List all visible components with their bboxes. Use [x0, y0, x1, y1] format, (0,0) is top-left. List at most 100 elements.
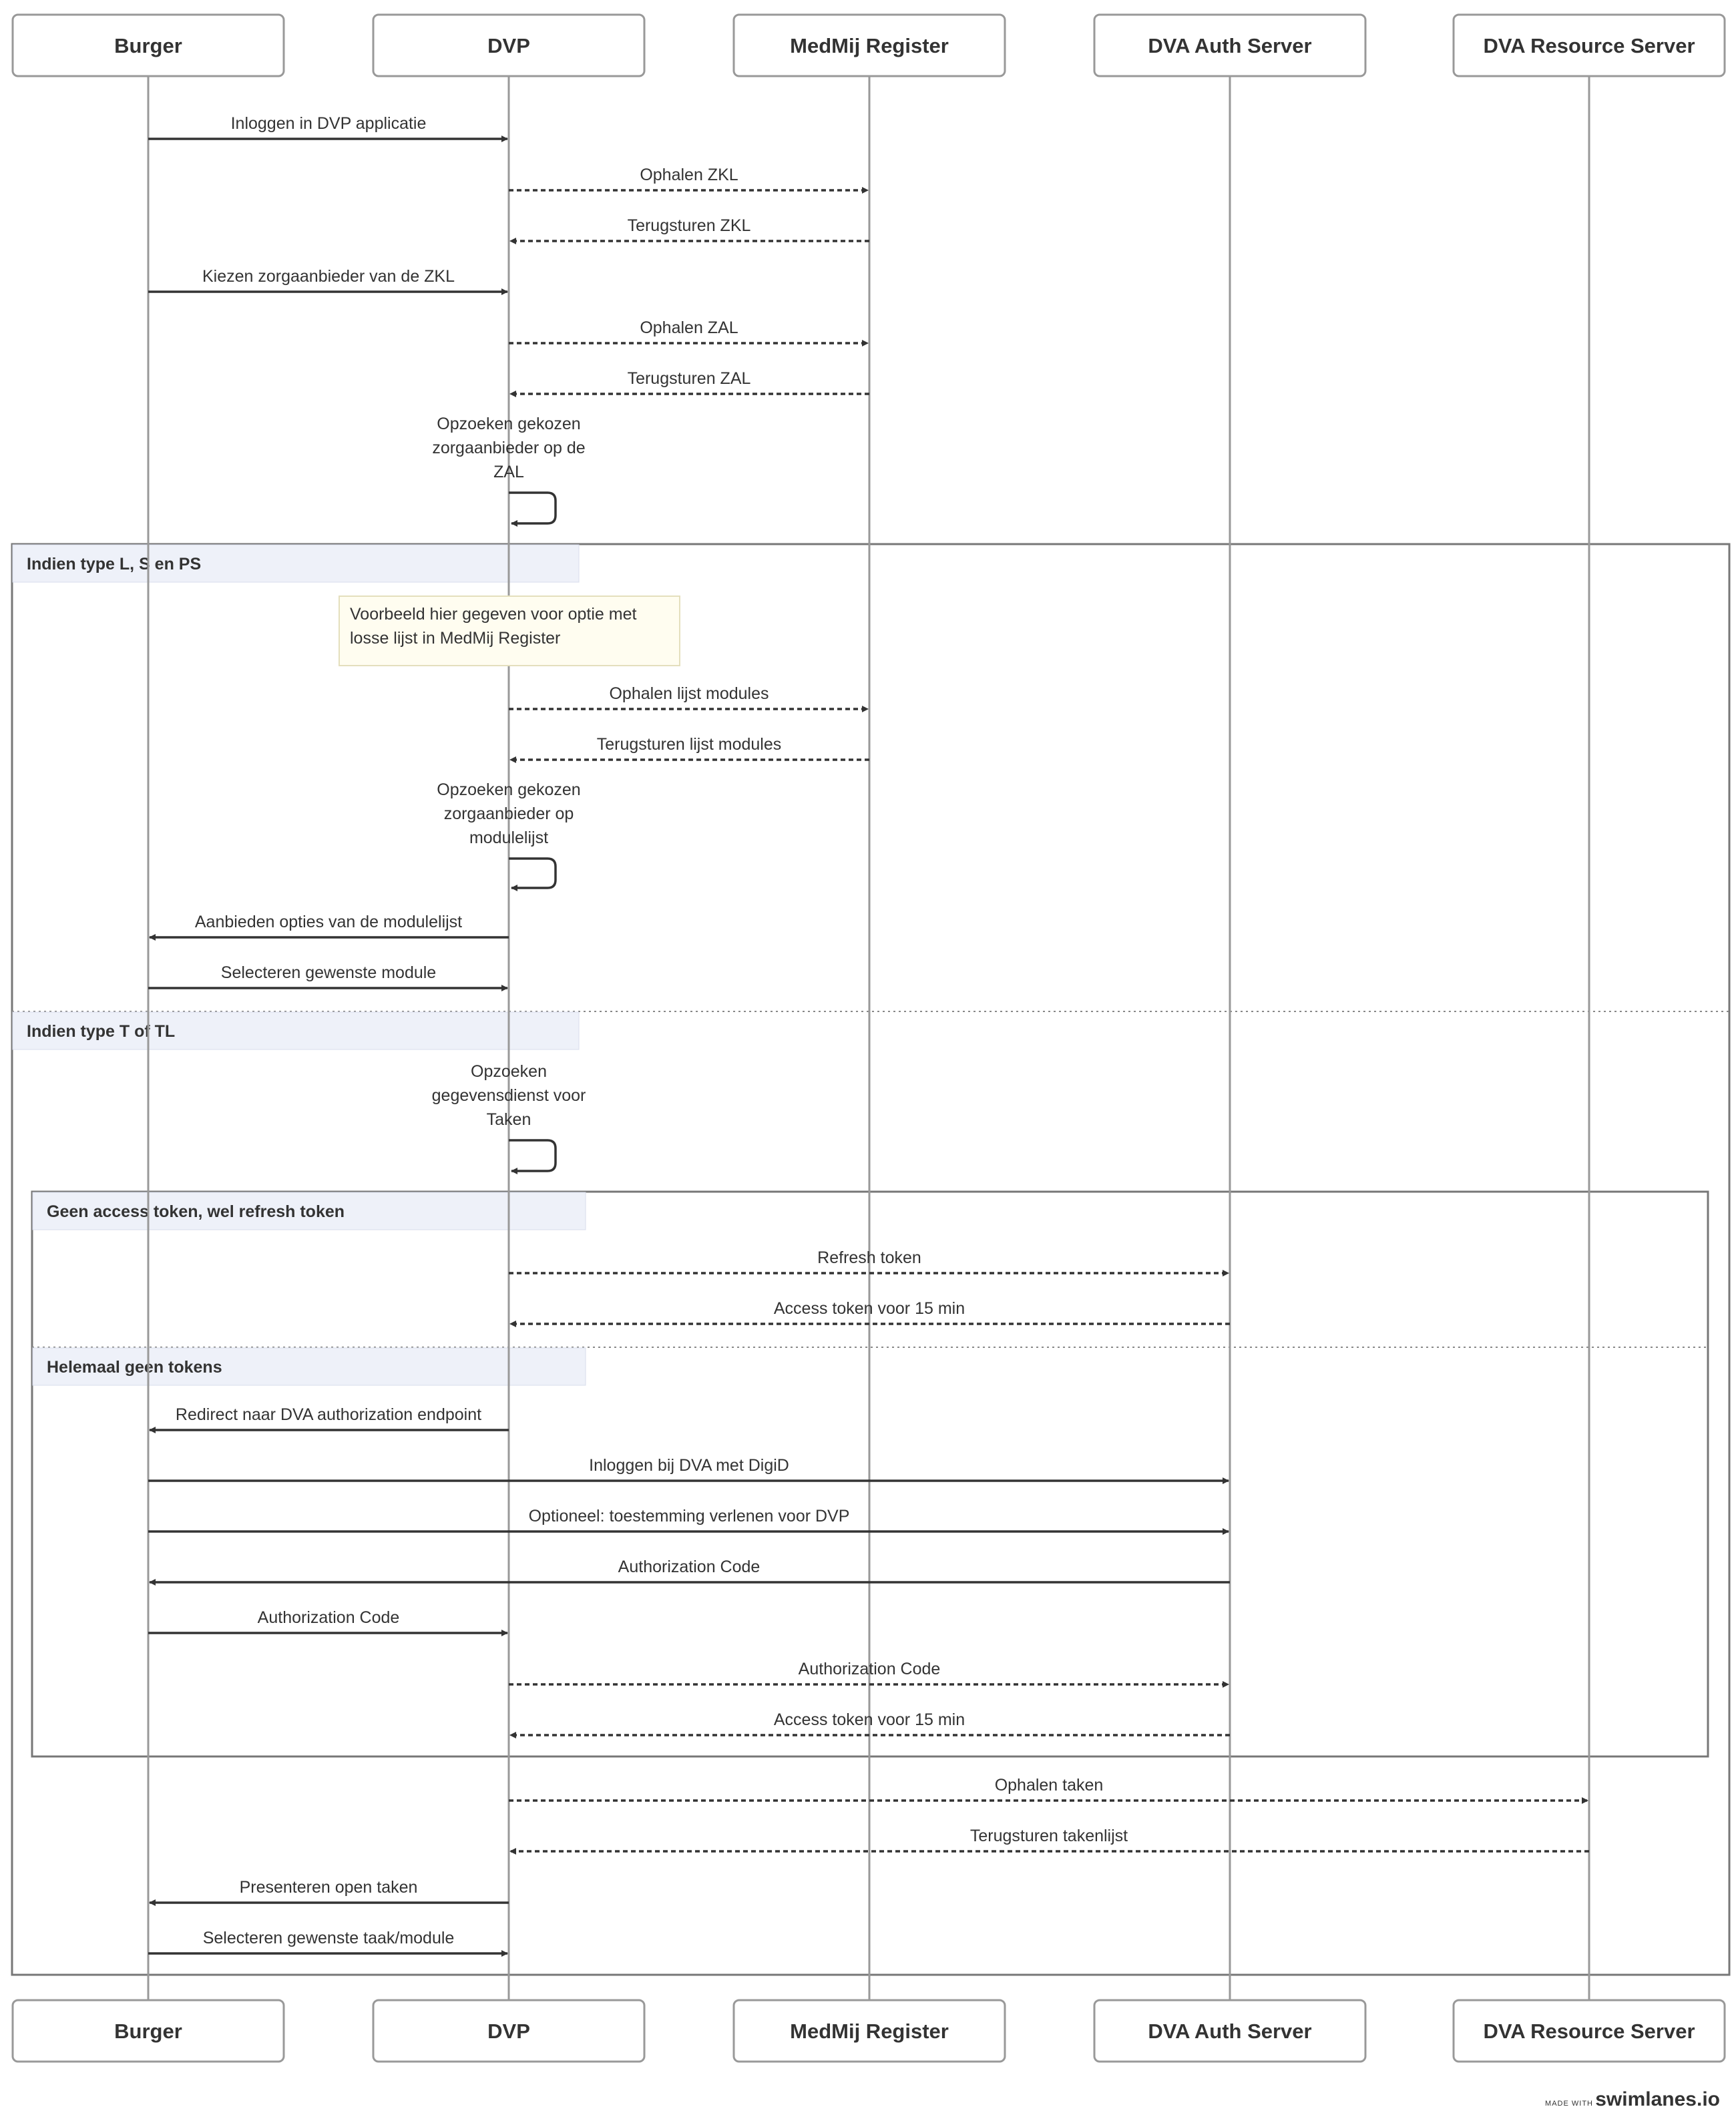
actor-burger-top: Burger [11, 13, 285, 77]
message: Terugsturen takenlijst [509, 1827, 1589, 1855]
self-message-label: ZAL [493, 463, 524, 481]
message-label: Selecteren gewenste taak/module [203, 1929, 455, 1947]
self-message-label: Opzoeken gekozen [437, 415, 580, 433]
message-label: Presenteren open taken [240, 1878, 418, 1897]
message: Ophalen ZAL [509, 318, 869, 346]
message: Refresh token [509, 1248, 1229, 1276]
actor-box [372, 1999, 646, 2063]
actor-label: Burger [114, 2020, 182, 2043]
fragment-section-header [12, 544, 580, 583]
note: Voorbeeld hier gegeven voor optie metlos… [339, 596, 680, 666]
message: Terugsturen ZAL [509, 369, 869, 397]
fragment-section-header [32, 1192, 586, 1230]
self-message-arrow [509, 1139, 557, 1174]
fragment-section-label: Helemaal geen tokens [47, 1358, 222, 1377]
message: Authorization Code [149, 1558, 1230, 1586]
message: Ophalen ZKL [509, 166, 869, 194]
swimlanes-logo[interactable]: swimlanes.io [1595, 2088, 1720, 2110]
message-label: Refresh token [817, 1248, 921, 1267]
message-layer: Voorbeeld hier gegeven voor optie metlos… [148, 114, 1589, 1957]
actor-box [372, 13, 646, 77]
message-label: Authorization Code [799, 1660, 941, 1678]
actor-label: DVA Resource Server [1483, 34, 1695, 57]
self-message-arrow [509, 491, 557, 527]
message: Ophalen taken [509, 1776, 1588, 1804]
message-label: Aanbieden opties van de modulelijst [195, 913, 462, 931]
actor-box [1093, 1999, 1367, 2063]
actor-label: DVP [487, 34, 530, 57]
actor-box [1452, 13, 1726, 77]
message-label: Ophalen ZKL [640, 166, 738, 184]
message: Selecteren gewenste module [148, 963, 508, 991]
alt-fragment: Geen access token, wel refresh tokenHele… [31, 1190, 1709, 1758]
message: Access token voor 15 min [509, 1710, 1230, 1738]
message-label: Optioneel: toestemming verlenen voor DVP [529, 1507, 850, 1525]
actor-resource-bottom: DVA Resource Server [1452, 1999, 1726, 2063]
actor-dvp-top: DVP [372, 13, 646, 77]
note-box [339, 596, 680, 666]
message-label: Ophalen lijst modules [609, 684, 769, 703]
message: Terugsturen ZKL [509, 216, 869, 244]
actor-label: DVA Resource Server [1483, 2020, 1695, 2043]
message-label: Terugsturen ZAL [628, 369, 751, 388]
self-message-label: gegevensdienst voor [432, 1086, 586, 1105]
self-message: Opzoeken gekozen zorgaanbieder op de ZAL [432, 415, 586, 527]
message: Authorization Code [509, 1660, 1229, 1688]
fragment-frame [11, 543, 1731, 1976]
actor-auth-bottom: DVA Auth Server [1093, 1999, 1367, 2063]
message: Kiezen zorgaanbieder van de ZKL [148, 267, 508, 295]
message-label: Redirect naar DVA authorization endpoint [176, 1405, 481, 1424]
message-label: Terugsturen lijst modules [597, 735, 782, 754]
message-label: Inloggen bij DVA met DigiD [589, 1456, 789, 1475]
fragment-section-label: Indien type L, S en PS [27, 555, 201, 573]
actor-burger-bottom: Burger [11, 1999, 285, 2063]
message-label: Inloggen in DVP applicatie [231, 114, 427, 133]
actor-label: Burger [114, 34, 182, 57]
message: Inloggen bij DVA met DigiD [148, 1456, 1229, 1484]
actor-box [732, 13, 1006, 77]
actor-label: DVA Auth Server [1148, 2020, 1311, 2043]
message: Selecteren gewenste taak/module [148, 1929, 508, 1957]
self-message-label: modulelijst [469, 829, 548, 847]
message-label: Kiezen zorgaanbieder van de ZKL [202, 267, 455, 286]
fragment-section-header [12, 1011, 580, 1050]
message-label: Authorization Code [618, 1558, 761, 1576]
lifeline-layer [147, 76, 1590, 2000]
message: Presenteren open taken [149, 1878, 509, 1906]
self-message-label: Taken [487, 1110, 531, 1129]
actor-box [1093, 13, 1367, 77]
message: Ophalen lijst modules [509, 684, 869, 712]
actor-label: MedMij Register [790, 2020, 949, 2043]
message: Redirect naar DVA authorization endpoint [149, 1405, 509, 1433]
self-message-label: zorgaanbieder op de [432, 439, 585, 457]
actor-box [11, 13, 285, 77]
actor-label: DVP [487, 2020, 530, 2043]
message-label: Terugsturen takenlijst [970, 1827, 1128, 1845]
self-message-label: Opzoeken gekozen [437, 780, 580, 799]
message-label: Terugsturen ZKL [628, 216, 751, 235]
fragment-section-label: Geen access token, wel refresh token [47, 1202, 345, 1221]
message-label: Ophalen taken [995, 1776, 1104, 1795]
made-with-label: MADE WITH [1545, 2100, 1593, 2108]
note-text-line: losse lijst in MedMij Register [350, 629, 560, 648]
message-label: Ophalen ZAL [640, 318, 738, 337]
message-label: Authorization Code [258, 1608, 400, 1627]
actor-dvp-bottom: DVP [372, 1999, 646, 2063]
actor-box [732, 1999, 1006, 2063]
message-label: Access token voor 15 min [774, 1299, 965, 1318]
message: Optioneel: toestemming verlenen voor DVP [148, 1507, 1229, 1535]
actor-resource-top: DVA Resource Server [1452, 13, 1726, 77]
message: Authorization Code [148, 1608, 508, 1636]
actor-label: MedMij Register [790, 34, 949, 57]
message: Inloggen in DVP applicatie [148, 114, 508, 142]
self-message-arrow [509, 857, 557, 891]
message-label: Selecteren gewenste module [221, 963, 436, 982]
fragment-section-header [32, 1347, 586, 1386]
